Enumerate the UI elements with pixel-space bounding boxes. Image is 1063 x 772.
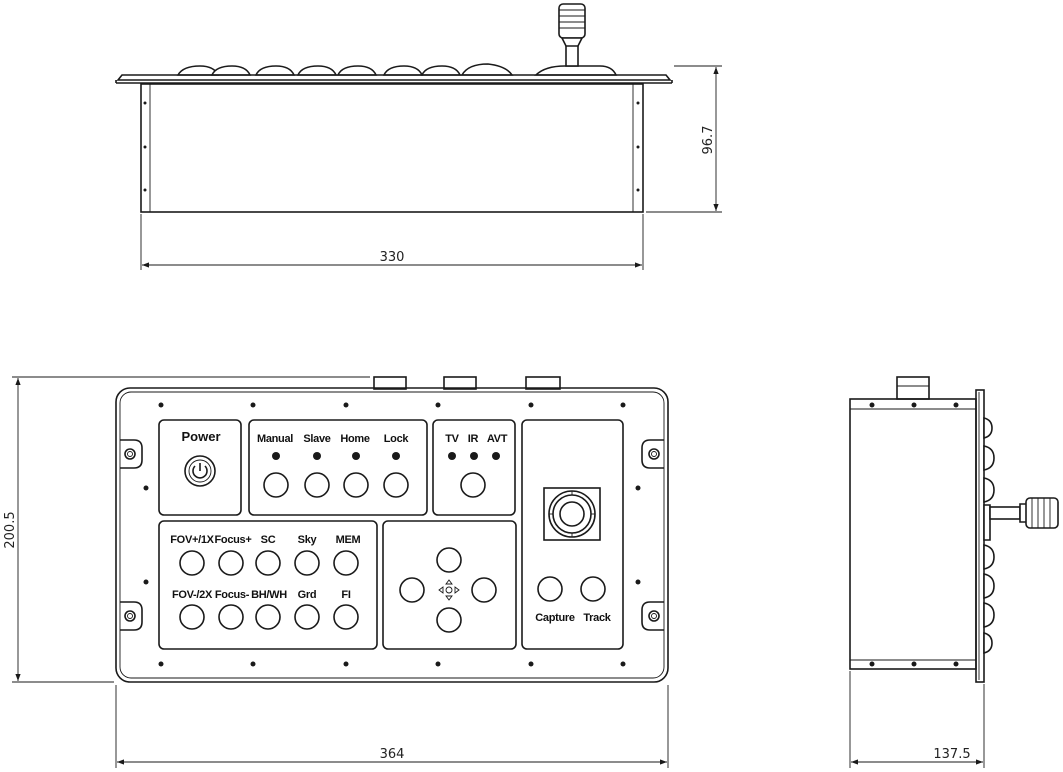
fn-label-grd: Grd: [298, 589, 317, 601]
screw-icons: [143, 402, 641, 667]
sensor-panel: TV IR AVT: [432, 419, 516, 516]
front-view: Power Manual Slave Home Lock: [3, 376, 669, 768]
mode-label-manual: Manual: [257, 433, 293, 445]
capture-label: Capture: [535, 612, 575, 624]
sc-button[interactable]: [255, 550, 281, 576]
up-button[interactable]: [436, 547, 462, 573]
direction-arrows-icon: [438, 579, 460, 601]
focus-minus-button[interactable]: [218, 604, 244, 630]
track-button[interactable]: [580, 576, 606, 602]
fn-label-sc: SC: [261, 534, 276, 546]
lock-led-icon: [392, 452, 400, 460]
power-icon[interactable]: [192, 463, 208, 479]
avt-led-icon: [492, 452, 500, 460]
mode-label-lock: Lock: [384, 433, 410, 445]
mounting-ear-icons: [120, 439, 664, 631]
mode-panel: Manual Slave Home Lock: [248, 419, 428, 516]
dim-front-height: 200.5: [3, 511, 18, 548]
fn-label-focus-minus: Focus-: [215, 589, 250, 601]
top-view: 330 96.7: [115, 3, 722, 270]
fov-minus-button[interactable]: [179, 604, 205, 630]
fn-label-fi: FI: [341, 589, 350, 601]
manual-button[interactable]: [263, 472, 289, 498]
home-button[interactable]: [343, 472, 369, 498]
slave-button[interactable]: [304, 472, 330, 498]
grd-button[interactable]: [294, 604, 320, 630]
bh-wh-button[interactable]: [255, 604, 281, 630]
joystick-top-icon[interactable]: [548, 490, 596, 538]
sensor-label-tv: TV: [445, 433, 459, 445]
dim-top-width: 330: [380, 250, 405, 265]
focus-plus-button[interactable]: [218, 550, 244, 576]
fov-plus-button[interactable]: [179, 550, 205, 576]
slave-led-icon: [313, 452, 321, 460]
dim-side-width: 137.5: [933, 747, 970, 762]
dim-front-width: 364: [380, 747, 405, 762]
fn-label-mem: MEM: [336, 534, 361, 546]
function-panel: FOV+/1X Focus+ SC Sky MEM FOV-/2X Focus-…: [158, 520, 378, 650]
fn-label-fov-plus: FOV+/1X: [170, 534, 214, 546]
joystick-side-icon: [989, 497, 1059, 529]
top-view-buttons: [176, 63, 618, 76]
mode-label-home: Home: [340, 433, 370, 445]
manual-led-icon: [272, 452, 280, 460]
lock-button[interactable]: [383, 472, 409, 498]
capture-button[interactable]: [537, 576, 563, 602]
down-button[interactable]: [436, 607, 462, 633]
sensor-label-ir: IR: [468, 433, 479, 445]
ir-led-icon: [470, 452, 478, 460]
sky-button[interactable]: [294, 550, 320, 576]
power-label: Power: [181, 429, 220, 444]
sensor-label-avt: AVT: [487, 433, 508, 445]
fi-button[interactable]: [333, 604, 359, 630]
mem-button[interactable]: [333, 550, 359, 576]
tv-led-icon: [448, 452, 456, 460]
side-view: 137.5: [849, 376, 1059, 768]
left-button[interactable]: [399, 577, 425, 603]
fn-label-focus-plus: Focus+: [214, 534, 251, 546]
joystick-icon: [558, 3, 586, 67]
side-buttons: [983, 416, 995, 655]
right-button[interactable]: [471, 577, 497, 603]
home-led-icon: [352, 452, 360, 460]
direction-panel: [382, 520, 517, 650]
fn-label-fov-minus: FOV-/2X: [172, 589, 213, 601]
dim-top-height: 96.7: [701, 126, 716, 155]
mode-label-slave: Slave: [303, 433, 330, 445]
fn-label-sky: Sky: [298, 534, 318, 546]
track-label: Track: [583, 612, 611, 624]
power-panel: Power: [158, 419, 242, 516]
sensor-button[interactable]: [460, 472, 486, 498]
fn-label-bh-wh: BH/WH: [251, 589, 287, 601]
joystick-panel: Capture Track: [521, 419, 624, 650]
